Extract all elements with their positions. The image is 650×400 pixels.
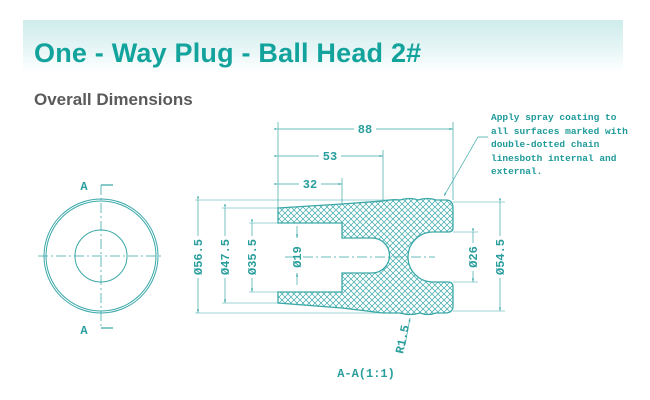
coating-note: Apply spray coating to all surfaces mark…	[491, 111, 628, 179]
note-line: Apply spray coating to	[491, 112, 617, 123]
label-gaps	[191, 122, 506, 278]
section-heading: Overall Dimensions	[34, 90, 193, 109]
note-line: linesboth internal and	[491, 152, 617, 164]
dim-radius: R1.5	[393, 324, 413, 355]
dim-diameter-47-5: Ø47.5	[219, 239, 233, 275]
dim-overall-length: 88	[358, 123, 372, 137]
note-line: external.	[491, 166, 543, 177]
dim-diameter-56-5: Ø56.5	[192, 239, 206, 275]
section-caption: A-A(1:1)	[337, 367, 395, 381]
dim-length-53: 53	[323, 150, 337, 164]
page-title: One - Way Plug - Ball Head 2#	[34, 38, 422, 68]
end-view	[38, 184, 164, 329]
dim-length-32: 32	[303, 178, 317, 192]
note-line: all surfaces marked with	[491, 125, 628, 137]
title-banner	[23, 20, 623, 72]
section-body	[277, 197, 454, 316]
dim-diameter-35-5: Ø35.5	[246, 239, 260, 275]
dim-diameter-26: Ø26	[467, 246, 481, 268]
note-line: double-dotted chain	[491, 139, 600, 150]
dim-diameter-19: Ø19	[291, 246, 305, 268]
section-label-bottom: A	[80, 324, 88, 338]
section-label-top: A	[80, 180, 88, 194]
dim-diameter-54-5: Ø54.5	[494, 239, 508, 275]
